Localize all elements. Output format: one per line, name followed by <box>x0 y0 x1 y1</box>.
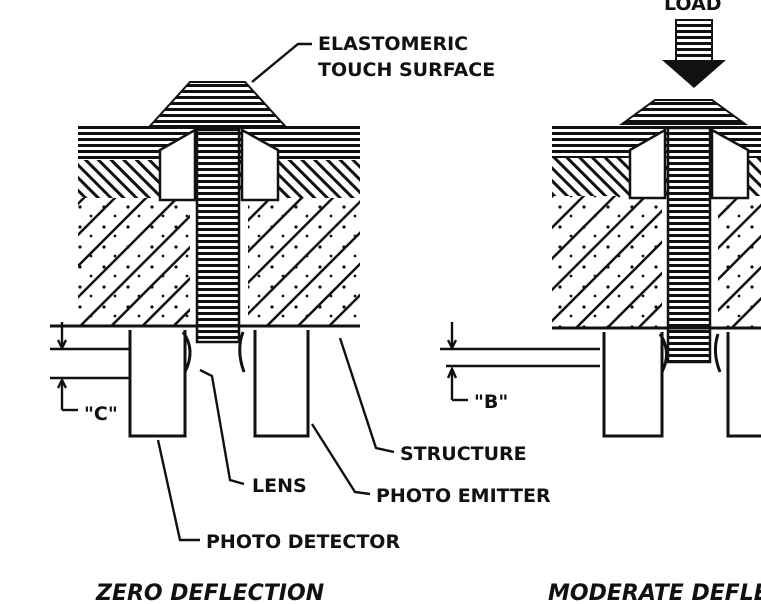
label-touch-surface: TOUCH SURFACE <box>318 59 495 81</box>
structure-block-left-dots <box>78 198 190 326</box>
label-dim-b: "B" <box>474 391 508 413</box>
left-sensor <box>50 42 395 542</box>
plunger <box>195 128 241 344</box>
caption-moderate-deflection: MODERATE DEFLE <box>548 581 761 604</box>
photo-emitter <box>253 330 310 438</box>
cavity-left <box>158 127 197 202</box>
lens <box>181 331 192 373</box>
label-photo-detector: PHOTO DETECTOR <box>206 531 400 553</box>
caption-zero-deflection: ZERO DEFLECTION <box>95 581 324 604</box>
right-sensor <box>552 19 761 438</box>
load-arrow <box>662 19 726 88</box>
label-load: LOAD <box>664 0 722 15</box>
dimension-b <box>440 322 600 402</box>
label-structure: STRUCTURE <box>400 443 527 465</box>
label-photo-emitter: PHOTO EMITTER <box>376 485 551 507</box>
touch-surface-dome <box>147 81 288 127</box>
photo-detector <box>128 330 187 438</box>
plunger-deflected <box>666 126 712 364</box>
cavity-right <box>240 127 280 202</box>
structure-block-right-dots <box>248 198 360 326</box>
label-elastomeric: ELASTOMERIC <box>318 33 468 55</box>
label-lens: LENS <box>252 475 307 497</box>
label-dim-c: "C" <box>84 403 118 425</box>
